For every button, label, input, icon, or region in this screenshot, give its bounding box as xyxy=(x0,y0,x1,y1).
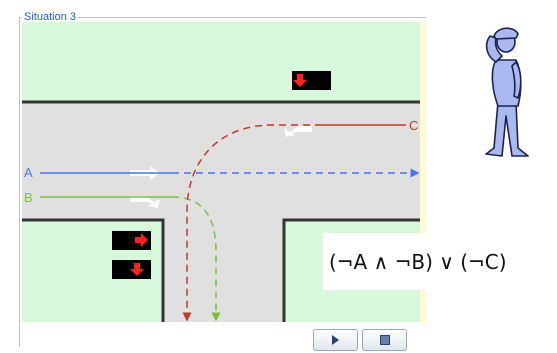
signal-arrow-right-icon xyxy=(135,233,148,247)
curb-bottom-right xyxy=(282,218,420,322)
signal-top xyxy=(292,71,331,90)
situation-group-frame xyxy=(19,17,426,347)
lane-arrow-c xyxy=(284,126,312,137)
signal-arrow-down-icon xyxy=(293,74,307,87)
play-icon xyxy=(332,335,339,345)
curb-bottom-left xyxy=(22,218,165,322)
play-button[interactable] xyxy=(313,329,358,351)
traffic-officer-icon xyxy=(476,20,546,165)
signal-left-lower xyxy=(112,260,151,279)
intersection-scene: A B C xyxy=(22,22,426,322)
lane-label-c: C xyxy=(409,118,418,133)
stop-button[interactable] xyxy=(362,329,407,351)
lane-label-a: A xyxy=(24,165,33,180)
edge-strip xyxy=(420,22,426,322)
stop-icon xyxy=(379,335,390,345)
horizontal-road xyxy=(22,102,420,220)
logic-formula: (¬A ∧ ¬B) ∨ (¬C) xyxy=(323,233,557,290)
situation-title: Situation 3 xyxy=(22,10,78,24)
lane-label-b: B xyxy=(24,190,33,205)
route-b-dashed xyxy=(171,196,221,322)
playback-controls xyxy=(313,329,407,351)
vertical-road xyxy=(163,220,284,322)
signal-arrow-down-icon xyxy=(130,263,144,276)
signal-left-upper xyxy=(112,231,151,250)
intersection-map: A B C xyxy=(22,22,426,322)
lane-arrow-b xyxy=(130,196,160,208)
